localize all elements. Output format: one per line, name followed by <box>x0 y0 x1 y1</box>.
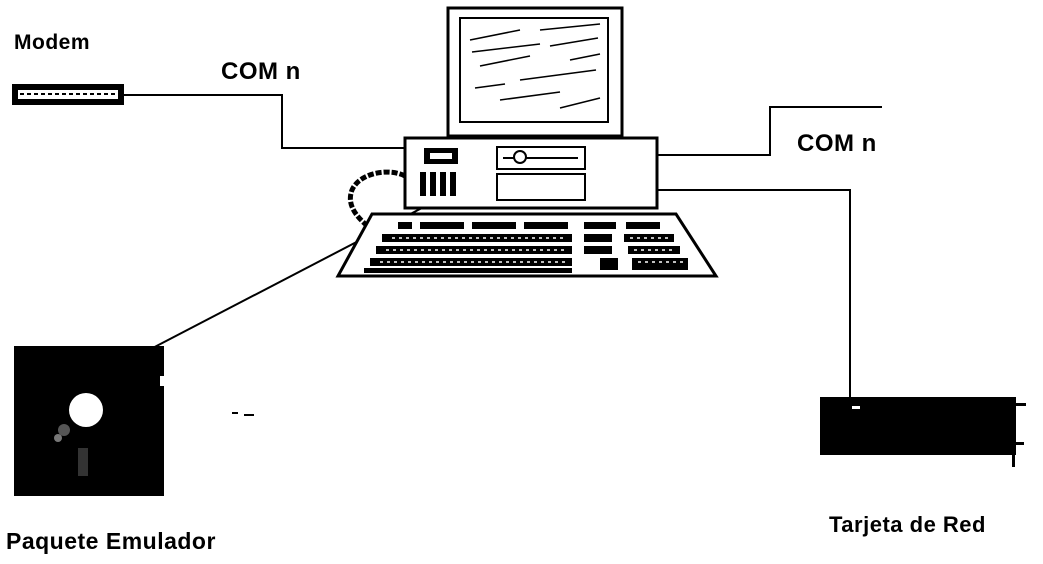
monitor <box>446 6 624 145</box>
com-port-left-label: COM n <box>221 58 301 85</box>
com-port-right-label: COM n <box>797 130 877 157</box>
floppy-disk-icon <box>14 346 168 496</box>
system-unit <box>403 136 659 210</box>
modem-to-computer-line <box>124 94 405 149</box>
computer-to-network-card-line <box>658 189 851 397</box>
modem-label: Modem <box>14 31 90 54</box>
computer-to-right-com-line <box>658 106 882 156</box>
emulator-package-label: Paquete Emulador <box>6 528 216 554</box>
keyboard <box>335 212 719 278</box>
network-card-label: Tarjeta de Red <box>829 512 986 537</box>
network-card-icon <box>820 397 1026 467</box>
desktop-computer-icon <box>335 6 719 278</box>
modem-icon <box>12 84 124 105</box>
stray-marks <box>232 412 254 416</box>
keyboard-cable <box>347 169 407 234</box>
